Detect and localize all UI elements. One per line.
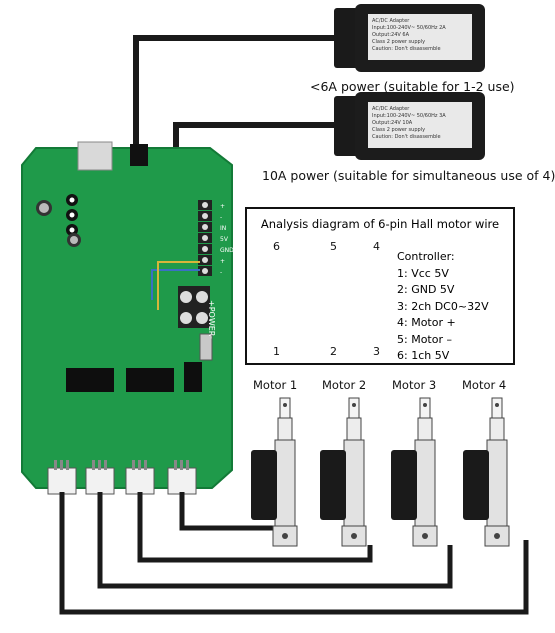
terminal-label: GND (220, 247, 234, 254)
pin-desc-4: 4: Motor + (397, 316, 456, 329)
terminal-label: + (220, 258, 225, 265)
spec-line: Class 2 power supply (372, 127, 425, 133)
power-label-6a: <6A power (suitable for 1-2 use) (310, 79, 515, 94)
linear-actuator-motor (320, 397, 367, 547)
motor-label-2: Motor 2 (322, 378, 367, 392)
motor-label-3: Motor 3 (392, 378, 437, 392)
power-cable-1 (133, 35, 340, 148)
motor-connector (85, 467, 115, 495)
motor-label-4: Motor 4 (462, 378, 507, 392)
controller-pinout: Controller: 1: Vcc 5V 2: GND 5V 3: 2ch D… (397, 249, 489, 365)
pin-desc-5: 5: Motor – (397, 332, 452, 346)
motor-connector (167, 467, 197, 495)
spec-line: Output:24V 6A (372, 32, 410, 38)
chip-2 (126, 368, 174, 392)
terminal-label: - (220, 269, 222, 276)
pin-label-4: 4 (373, 240, 380, 253)
pin-label-6: 6 (273, 240, 280, 253)
pin-desc-1: 1: Vcc 5V (397, 266, 449, 280)
terminal-label: - (220, 214, 222, 221)
pin-desc-3: 3: 2ch DC0~32V (397, 299, 489, 313)
terminal-label: IN (220, 225, 226, 232)
usb-connector (77, 141, 113, 171)
motor-connector (47, 467, 77, 495)
dc-jack (130, 144, 148, 166)
power-label-10a: 10A power (suitable for simultaneous use… (262, 168, 555, 183)
pin-desc-2: 2: GND 5V (397, 283, 455, 296)
linear-actuator-motor (463, 397, 510, 547)
motor-label-1: Motor 1 (253, 378, 298, 392)
pin-label-5: 5 (330, 240, 337, 253)
power-terminal-label: +POWER- (207, 300, 216, 339)
coil (184, 362, 202, 392)
pin-label-3: 3 (373, 345, 380, 358)
pin-desc-6: 6: 1ch 5V (397, 349, 450, 362)
chip-1 (66, 368, 114, 392)
spec-line: Caution: Don't disassemble (372, 134, 441, 140)
terminal-label: 5V (220, 236, 229, 243)
spec-line: Caution: Don't disassemble (372, 46, 441, 52)
terminal-label: + (220, 203, 225, 210)
spec-line: Input:100-240V~ 50/60Hz 2A (372, 25, 446, 31)
controller-heading: Controller: (397, 250, 455, 263)
analysis-panel: Analysis diagram of 6-pin Hall motor wir… (245, 207, 515, 365)
linear-actuator-motor (391, 397, 438, 547)
spec-line: Output:24V 10A (372, 120, 413, 126)
analysis-title: Analysis diagram of 6-pin Hall motor wir… (260, 217, 500, 231)
spec-line: Input:100-240V~ 50/60Hz 3A (372, 113, 446, 119)
motor-cables (59, 492, 529, 615)
spec-line: Class 2 power supply (372, 39, 425, 45)
pin-label-1: 1 (273, 345, 280, 358)
pin-label-2: 2 (330, 345, 337, 358)
linear-actuator-motor (251, 397, 298, 547)
controller-board: + - IN 5V GND + - (21, 141, 234, 495)
spec-line: AC/DC Adapter (372, 106, 410, 112)
spec-line: AC/DC Adapter (372, 18, 410, 24)
motor-connector (125, 467, 155, 495)
